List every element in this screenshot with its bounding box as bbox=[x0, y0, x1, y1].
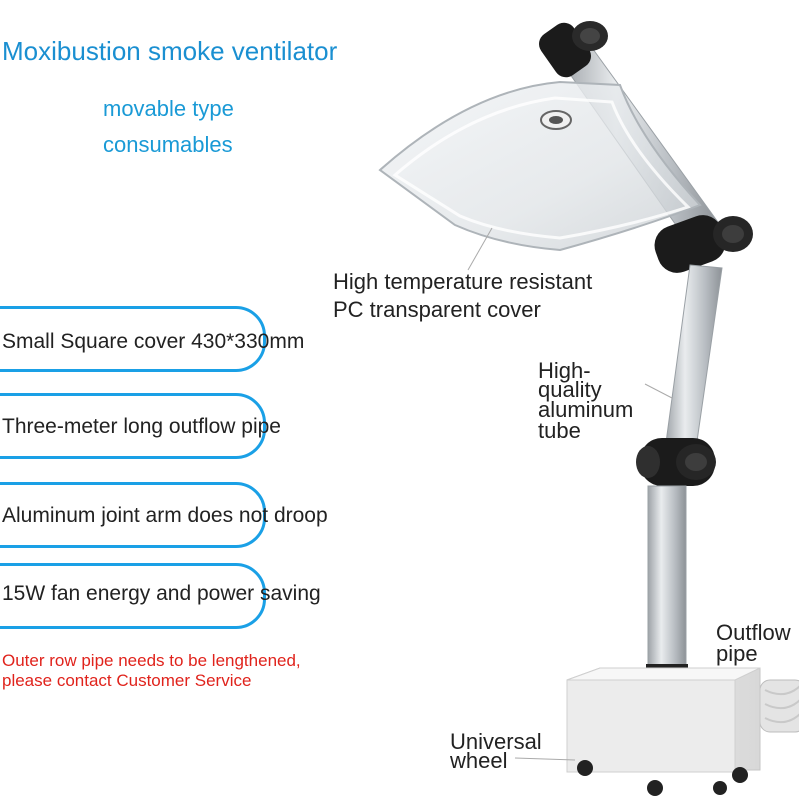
universal-wheels bbox=[577, 760, 748, 796]
callout-tube-line-3: aluminum bbox=[538, 397, 634, 422]
feature-outflow-pipe: Three-meter long outflow pipe bbox=[2, 415, 281, 438]
callout-wheel-line-1: Universal bbox=[450, 729, 542, 754]
cover-callout-line bbox=[467, 227, 493, 271]
callout-cover-line-1: High temperature resistant bbox=[333, 269, 593, 294]
feature-joint-arm: Aluminum joint arm does not droop bbox=[2, 504, 328, 527]
product-title: Moxibustion smoke ventilator bbox=[2, 36, 338, 66]
feature-badge-outflow-pipe bbox=[0, 393, 266, 459]
notice-line-2: please contact Customer Service bbox=[2, 671, 252, 690]
callout-tube-line-2: quality bbox=[538, 377, 602, 402]
callout-tube-line-1: High- bbox=[538, 358, 591, 383]
subtitle-movable-type: movable type bbox=[103, 96, 234, 121]
callout-cover-line-2: PC transparent cover bbox=[333, 297, 541, 322]
callout-wheel-line-2: wheel bbox=[450, 748, 508, 773]
callout-outflow-line-2: pipe bbox=[716, 641, 758, 666]
aluminum-tube bbox=[664, 264, 723, 456]
feature-badge-joint-arm bbox=[0, 482, 266, 548]
tube-callout-line bbox=[644, 383, 673, 399]
feature-badge-cover-size bbox=[0, 306, 266, 372]
feature-fan-power: 15W fan energy and power saving bbox=[2, 582, 321, 605]
transparent-cover bbox=[378, 80, 702, 252]
notice-line-1: Outer row pipe needs to be lengthened, bbox=[2, 651, 301, 670]
base-box bbox=[566, 667, 761, 773]
lower-joint bbox=[636, 438, 716, 486]
middle-joint bbox=[654, 215, 753, 273]
callout-tube-line-4: tube bbox=[538, 418, 581, 443]
top-joint bbox=[538, 21, 608, 78]
vertical-post bbox=[647, 485, 687, 669]
feature-cover-size: Small Square cover 430*330mm bbox=[2, 330, 305, 353]
feature-badge-fan-power bbox=[0, 563, 266, 629]
callout-outflow-line-1: Outflow bbox=[716, 620, 791, 645]
subtitle-consumables: consumables bbox=[103, 132, 233, 157]
outflow-hose bbox=[759, 679, 799, 733]
wheel-callout-line bbox=[514, 757, 576, 761]
